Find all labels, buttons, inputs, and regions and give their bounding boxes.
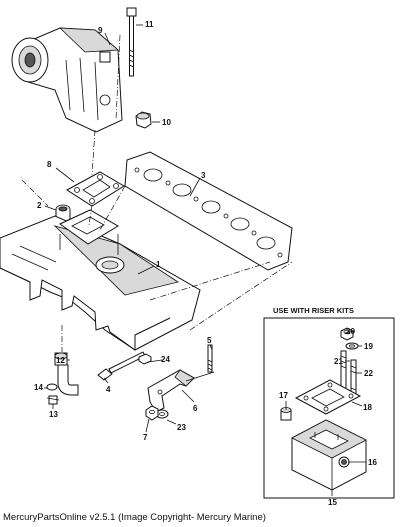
callout-14: 14 [34, 383, 43, 392]
callout-20: 20 [346, 327, 355, 336]
part-10-plug [135, 111, 152, 129]
part-5-stud [207, 344, 213, 373]
callout-24: 24 [161, 355, 170, 364]
part-12-elbow-fitting [54, 352, 79, 396]
callout-17: 17 [279, 391, 288, 400]
callout-11: 11 [145, 20, 154, 29]
assembly-centerlines [21, 34, 293, 352]
part-11-bolt [126, 7, 137, 77]
callout-5: 5 [207, 336, 212, 345]
riser-kit-title: USE WITH RISER KITS [273, 306, 354, 315]
callout-1: 1 [156, 260, 161, 269]
callout-12: 12 [56, 356, 65, 365]
part-16-plug [338, 456, 350, 468]
part-7-nut [145, 405, 159, 421]
callout-21: 21 [334, 357, 343, 366]
copyright-footer: MercuryPartsOnline v2.5.1 (Image Copyrig… [3, 512, 266, 523]
callout-19: 19 [364, 342, 373, 351]
part-8-gasket [66, 171, 125, 207]
part-15-riser [291, 419, 367, 491]
callout-10: 10 [162, 118, 171, 127]
part-14-washer [46, 383, 58, 391]
part-6-bracket [147, 369, 215, 413]
part-19-washer [345, 342, 359, 350]
callout-3: 3 [201, 171, 206, 180]
riser-kit-inset [263, 317, 395, 499]
callout-9: 9 [98, 26, 103, 35]
callout-22: 22 [364, 369, 373, 378]
part-17-plug [280, 407, 292, 421]
callout-leaders [44, 24, 366, 496]
callout-numbers: 9 11 10 8 3 2 1 12 14 13 4 24 5 6 23 7 2… [34, 20, 377, 507]
part-24-nut [138, 353, 152, 365]
callout-16: 16 [368, 458, 377, 467]
callout-2: 2 [37, 201, 42, 210]
callout-7: 7 [143, 433, 148, 442]
callout-8: 8 [47, 160, 52, 169]
callout-23: 23 [177, 423, 186, 432]
part-4-bolt [97, 351, 146, 381]
part-9-exhaust-elbow [11, 27, 123, 133]
callout-18: 18 [363, 403, 372, 412]
part-1-exhaust-manifold [0, 209, 201, 351]
exploded-parts-diagram: USE WITH RISER KITS 9 11 10 8 3 2 1 [0, 7, 395, 507]
callout-4: 4 [106, 385, 111, 394]
callout-15: 15 [328, 498, 337, 507]
part-13-drain-cock [46, 395, 60, 405]
part-18-gasket [294, 379, 362, 415]
part-20-nut [340, 327, 354, 341]
part-22-stud [350, 359, 357, 397]
callout-6: 6 [193, 404, 198, 413]
part-3-manifold-gasket [124, 151, 293, 271]
part-23-washer [155, 409, 169, 419]
callout-13: 13 [49, 410, 58, 419]
